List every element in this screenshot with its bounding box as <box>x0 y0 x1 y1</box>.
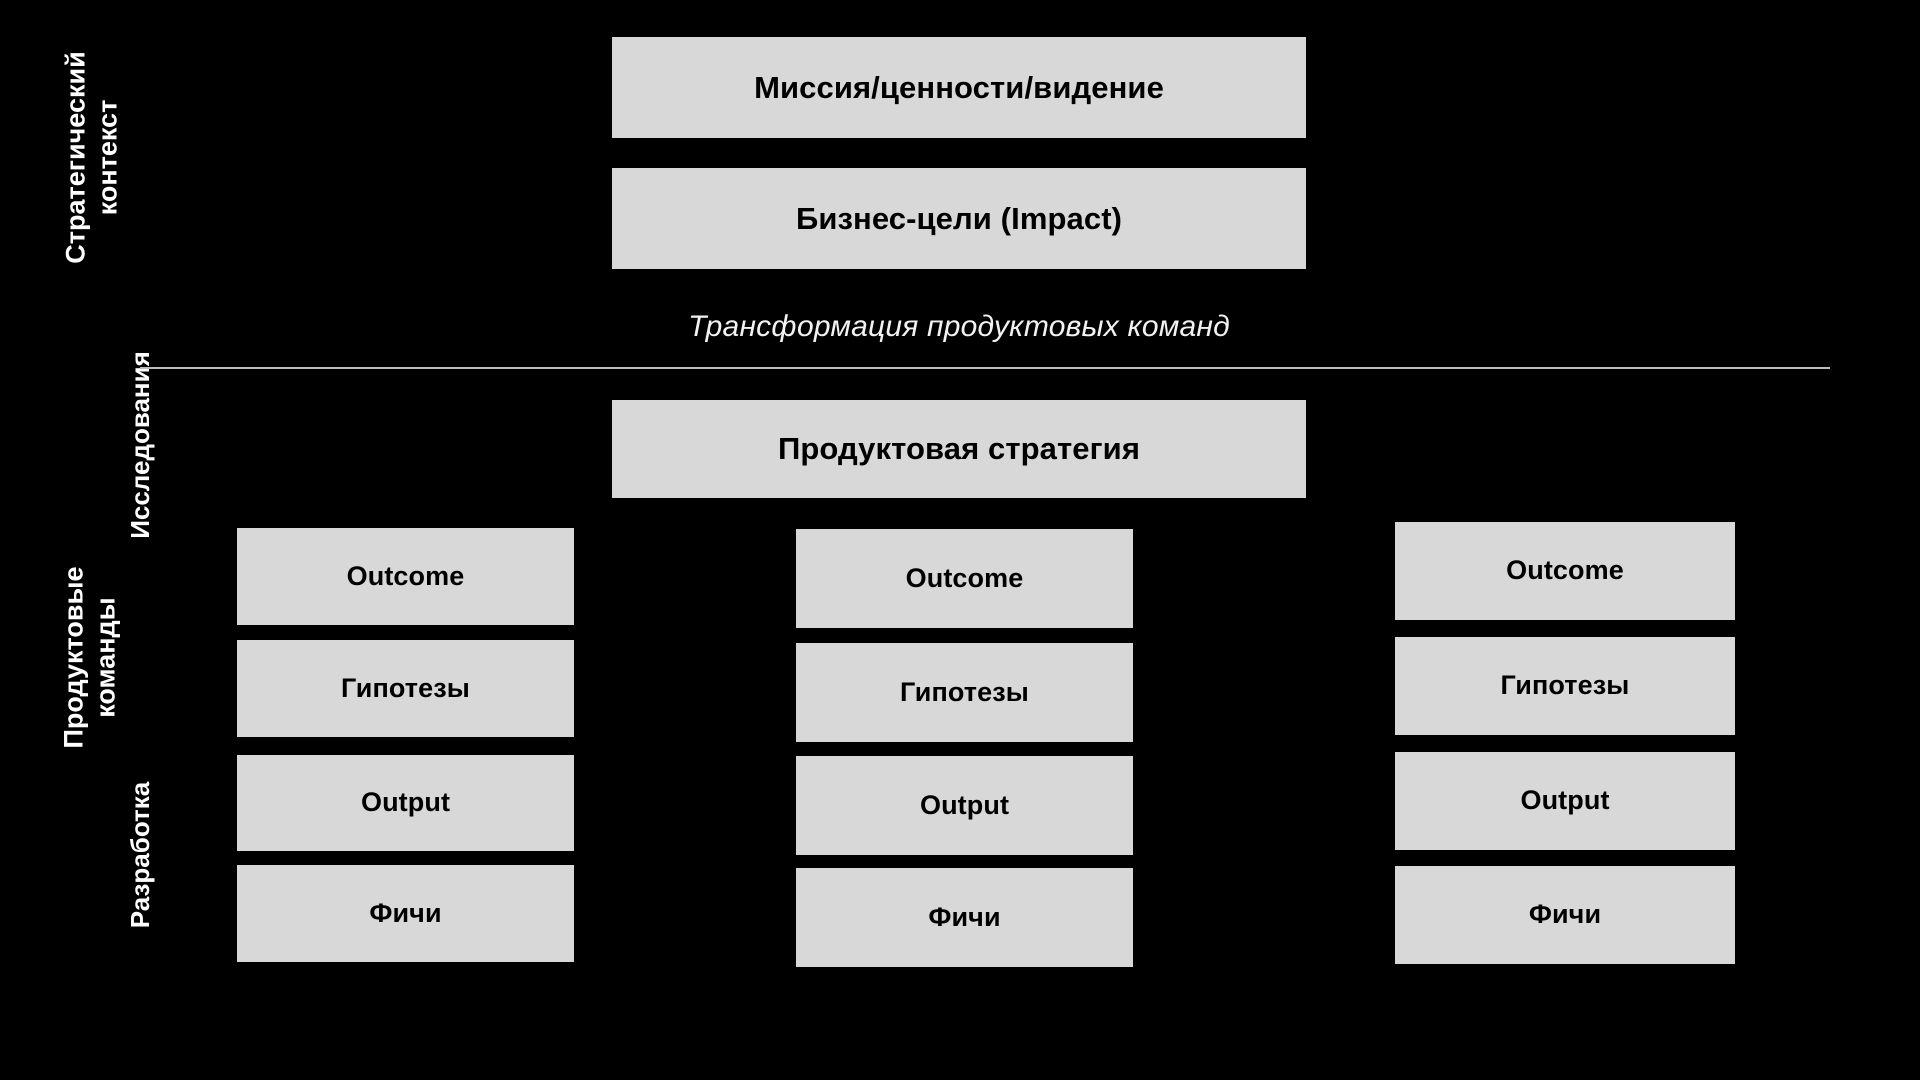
section-divider <box>140 367 1830 369</box>
team-3-output-box[interactable]: Output <box>1395 752 1735 850</box>
team-1-hypotheses-box[interactable]: Гипотезы <box>237 640 574 737</box>
team-1-features-box[interactable]: Фичи <box>237 865 574 962</box>
team-1-output-box[interactable]: Output <box>237 755 574 851</box>
team-3-outcome-box[interactable]: Outcome <box>1395 522 1735 620</box>
side-label-development: Разработка <box>124 781 155 929</box>
mission-values-vision-box[interactable]: Миссия/ценности/видение <box>612 37 1306 138</box>
transformation-caption: Трансформация продуктовых команд <box>688 310 1230 343</box>
product-strategy-box[interactable]: Продуктовая стратегия <box>612 400 1306 498</box>
team-3-features-box[interactable]: Фичи <box>1395 866 1735 964</box>
team-2-hypotheses-box[interactable]: Гипотезы <box>796 643 1133 742</box>
team-2-features-box[interactable]: Фичи <box>796 868 1133 967</box>
side-label-research: Исследования <box>124 351 155 539</box>
business-goals-box[interactable]: Бизнес-цели (Impact) <box>612 168 1306 269</box>
team-2-output-box[interactable]: Output <box>796 756 1133 855</box>
team-3-hypotheses-box[interactable]: Гипотезы <box>1395 637 1735 735</box>
team-1-outcome-box[interactable]: Outcome <box>237 528 574 625</box>
team-2-outcome-box[interactable]: Outcome <box>796 529 1133 628</box>
side-label-strategic-context: Стратегический контекст <box>60 51 122 264</box>
